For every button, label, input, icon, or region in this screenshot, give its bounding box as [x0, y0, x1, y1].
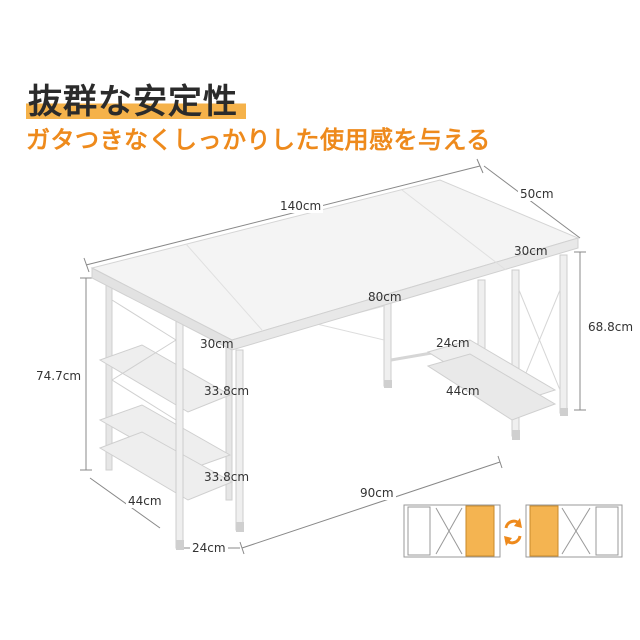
- left-shelf-unit: [98, 279, 244, 550]
- dim-right-shelf-width: 44cm: [446, 384, 480, 398]
- dim-left-shelf-width: 44cm: [126, 494, 164, 508]
- subheadline: ガタつきなくしっかりした使用感を与える: [26, 126, 491, 154]
- reversible-diagram: [403, 504, 623, 558]
- dim-shelf-gap-upper: 33.8cm: [204, 384, 250, 398]
- dim-width: 140cm: [278, 199, 324, 213]
- dim-shelf-gap-lower: 33.8cm: [204, 470, 250, 484]
- desktop-surface: [90, 179, 580, 351]
- headline: 抜群な安定性: [26, 74, 246, 123]
- dim-shelf-depth-right: 30cm: [514, 244, 548, 258]
- dimension-lines: [80, 158, 586, 555]
- dim-right-shelf-depth: 24cm: [436, 336, 470, 350]
- right-frame: [231, 254, 568, 440]
- dim-leg-span: 90cm: [358, 486, 396, 500]
- dim-depth: 50cm: [518, 187, 556, 201]
- dim-shelf-depth-left: 30cm: [200, 337, 234, 351]
- dim-inner-width: 80cm: [368, 290, 402, 304]
- dim-total-height: 74.7cm: [34, 369, 84, 383]
- dim-left-shelf-depth: 24cm: [190, 541, 228, 555]
- dim-right-height: 68.8cm: [586, 320, 636, 334]
- swap-icon: [504, 518, 522, 546]
